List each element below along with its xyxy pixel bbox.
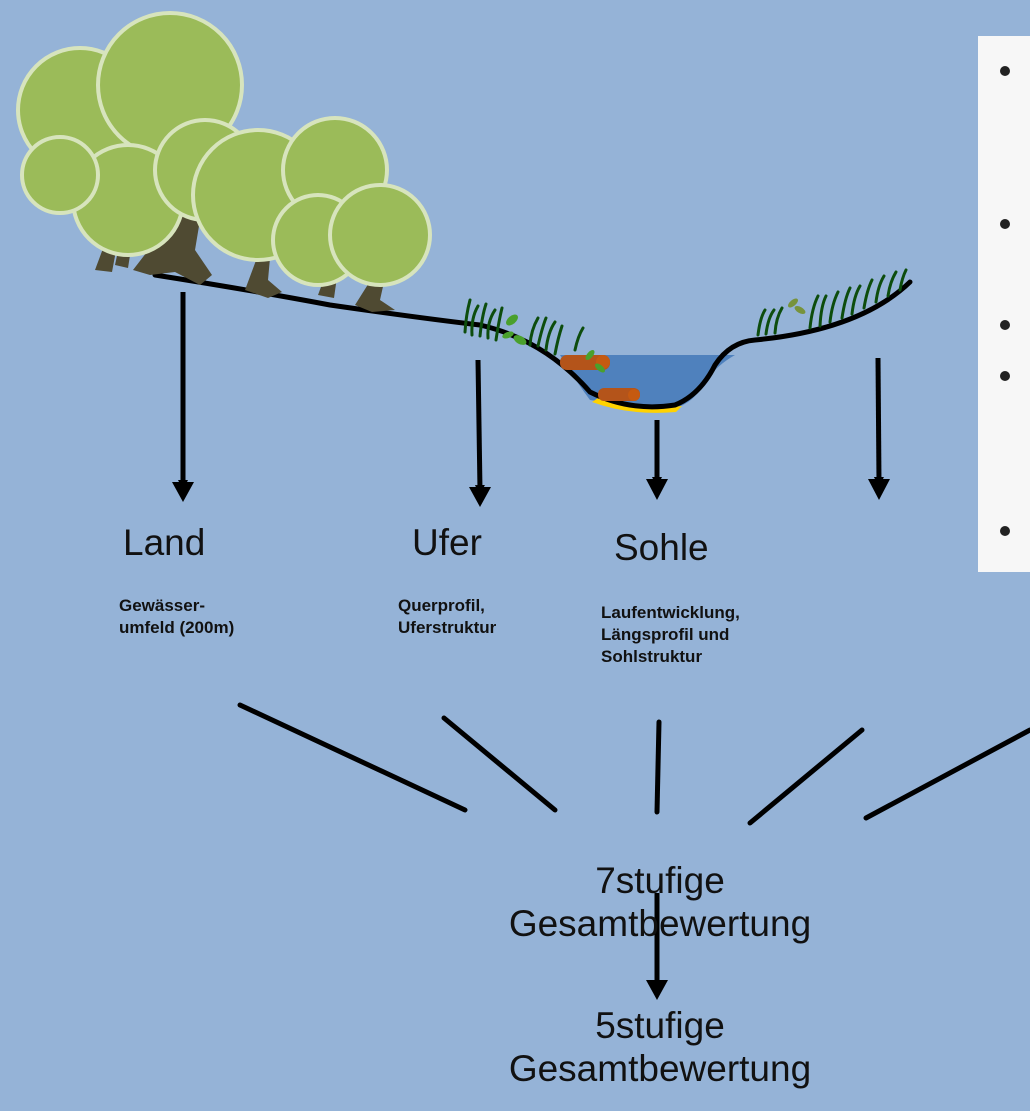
column-detail-ufer: Querprofil, Uferstruktur — [398, 595, 496, 639]
bullet-list-panel — [978, 36, 1030, 572]
leaf-sprig — [788, 298, 806, 314]
result-line: 5stufige — [595, 1005, 725, 1046]
bullet-marker — [1000, 219, 1010, 229]
sand-layer — [592, 398, 682, 413]
result-line: Gesamtbewertung — [508, 1047, 812, 1089]
bullet-marker — [1000, 320, 1010, 330]
detail-line: umfeld (200m) — [119, 618, 235, 638]
column-title-sohle: Sohle — [614, 527, 709, 568]
detail-line: Querprofil, — [398, 596, 485, 615]
tree-icon — [16, 11, 432, 287]
leaf-sprig — [502, 314, 605, 373]
column-detail-land: Gewässer- umfeld (200m) — [119, 595, 234, 639]
column-detail-sohle: Laufentwicklung, Längsprofil und Sohlstr… — [601, 602, 740, 668]
detail-line: Laufentwicklung, — [601, 603, 740, 622]
bullet-marker — [1000, 371, 1010, 381]
arrow-down-icon — [178, 292, 884, 495]
detail-line: Uferstruktur — [398, 618, 497, 638]
result-5-level: 5stufige Gesamtbewertung — [460, 1005, 860, 1090]
column-title-ufer: Ufer — [412, 522, 482, 563]
detail-line: Sohlstruktur — [601, 647, 703, 667]
detail-line: Längsprofil und — [601, 625, 730, 645]
arrow-heads — [172, 479, 890, 507]
bullet-marker — [1000, 66, 1010, 76]
ground-profile-line — [152, 272, 913, 410]
arrow-down-icon — [646, 893, 668, 1000]
result-7-level: 7stufige Gesamtbewertung — [460, 860, 860, 945]
detail-line: Gewässer- — [119, 596, 205, 615]
column-title-land: Land — [123, 522, 206, 563]
grass-icon — [756, 268, 908, 337]
result-line: 7stufige — [595, 860, 725, 901]
bullet-marker — [1000, 526, 1010, 536]
converging-lines — [237, 702, 1030, 826]
result-line: Gesamtbewertung — [508, 902, 812, 944]
grass-icon — [463, 298, 585, 356]
tree-trunks — [95, 215, 395, 312]
